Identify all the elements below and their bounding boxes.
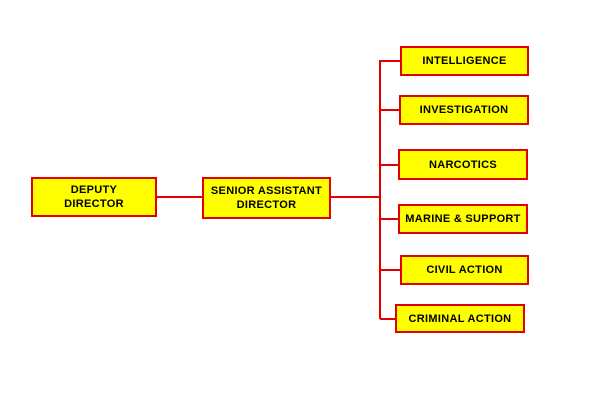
deputy-director-box: DEPUTY DIRECTOR <box>31 177 157 217</box>
senior-assistant-director-box: SENIOR ASSISTANT DIRECTOR <box>202 177 331 219</box>
criminal-action-box: CRIMINAL ACTION <box>395 304 525 333</box>
investigation-box: INVESTIGATION <box>399 95 529 125</box>
civil-action-box: CIVIL ACTION <box>400 255 529 285</box>
intelligence-box: INTELLIGENCE <box>400 46 529 76</box>
narcotics-box: NARCOTICS <box>398 149 528 180</box>
marine-support-box: MARINE & SUPPORT <box>398 204 528 234</box>
